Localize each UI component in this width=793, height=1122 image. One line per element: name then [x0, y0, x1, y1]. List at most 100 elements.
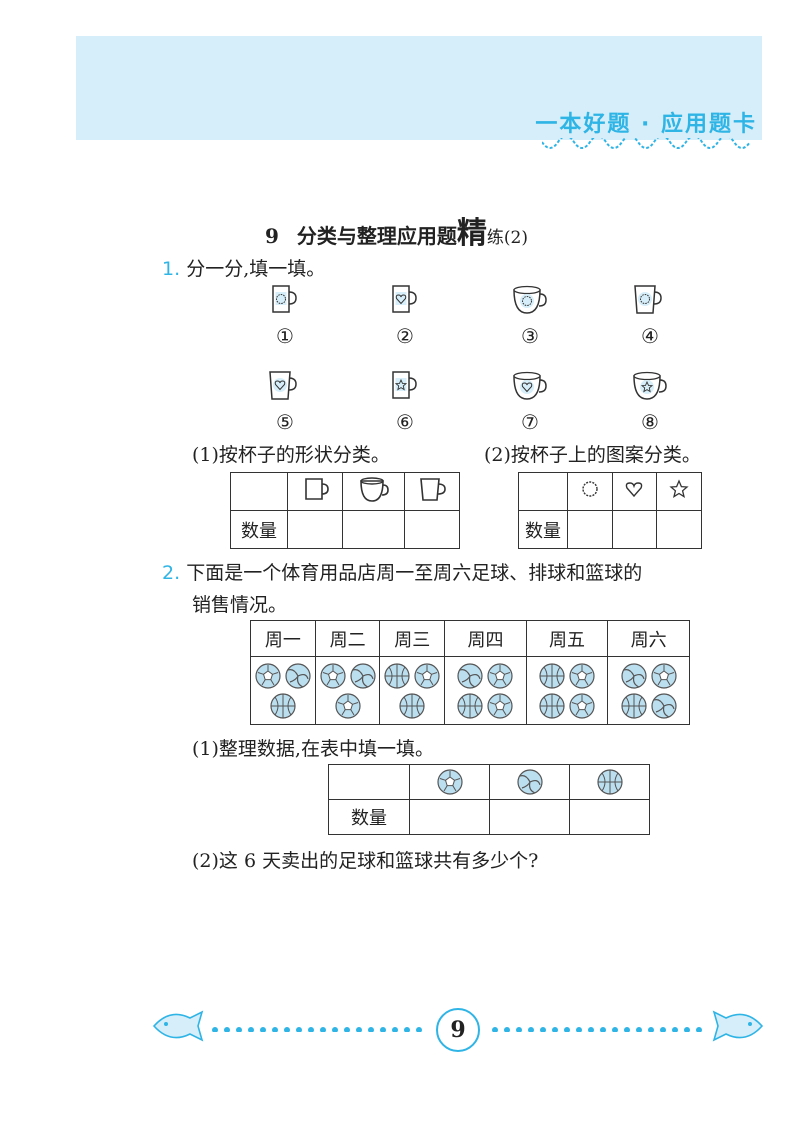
wave-decoration — [542, 138, 751, 149]
football-icon — [568, 692, 596, 720]
header-football — [409, 764, 490, 800]
question-2: 2. 下面是一个体育用品店周一至周六足球、排球和篮球的 — [162, 562, 643, 584]
count-label: 数量 — [328, 799, 410, 835]
answer-cell[interactable] — [409, 799, 490, 835]
q1-sub1: (1)按杯子的形状分类。 — [192, 444, 390, 466]
cup-label: ⑤ — [276, 410, 294, 434]
count-label: 数量 — [230, 510, 288, 549]
mug-icon — [305, 478, 329, 500]
basketball-icon — [620, 692, 648, 720]
cup-label: ③ — [521, 324, 539, 348]
day-header: 周四 — [444, 620, 527, 657]
basketball-icon — [383, 662, 411, 690]
answer-cell[interactable] — [341, 510, 406, 549]
cup-item: ⑤ — [255, 368, 315, 434]
cup-label: ④ — [641, 324, 659, 348]
cup-tall-heart-icon — [265, 371, 305, 408]
cup-label: ② — [396, 324, 414, 348]
cup-label: ⑦ — [521, 410, 539, 434]
page-number: 9 — [436, 1008, 480, 1052]
football-icon — [319, 662, 347, 690]
header-banner — [76, 36, 762, 140]
day-header: 周三 — [379, 620, 446, 657]
q1-sub2: (2)按杯子上的图案分类。 — [484, 444, 701, 466]
volleyball-icon — [650, 692, 678, 720]
fish-right-icon — [712, 1010, 764, 1042]
football-icon — [254, 662, 282, 690]
answer-cell[interactable] — [287, 510, 343, 549]
football-icon — [486, 662, 514, 690]
basketball-icon — [456, 692, 484, 720]
shape-table: 数量 — [230, 472, 460, 549]
blank-cell — [230, 472, 288, 511]
day-header: 周六 — [607, 620, 690, 657]
q2-sub2: (2)这 6 天卖出的足球和篮球共有多少个? — [192, 850, 539, 872]
cup-item: ⑧ — [620, 368, 680, 434]
dot-line-left — [212, 1027, 426, 1032]
volleyball-icon — [620, 662, 648, 690]
tall-cup-icon — [420, 478, 446, 501]
football-icon — [568, 662, 596, 690]
volleyball-icon — [456, 662, 484, 690]
answer-cell[interactable] — [404, 510, 460, 549]
football-icon — [413, 662, 441, 690]
cup-mug-heart-icon — [385, 285, 425, 322]
basketball-icon — [538, 692, 566, 720]
question-2-line2: 销售情况。 — [192, 594, 288, 616]
heart-icon — [626, 482, 643, 498]
q2-sub1: (1)整理数据,在表中填一填。 — [192, 738, 434, 760]
cup-item: ④ — [620, 282, 680, 348]
cup-mug-circle-icon — [265, 285, 305, 322]
cup-item: ① — [255, 282, 315, 348]
basketball-icon — [269, 692, 297, 720]
volleyball-icon — [516, 768, 544, 796]
basketball-icon — [596, 768, 624, 796]
day-header: 周五 — [525, 620, 609, 657]
cup-item: ② — [375, 282, 435, 348]
day-sales-cell — [314, 656, 381, 725]
answer-cell[interactable] — [489, 799, 570, 835]
header-circle — [567, 472, 613, 511]
cup-label: ① — [276, 324, 294, 348]
blank-cell — [328, 764, 410, 800]
pattern-table: 数量 — [518, 472, 702, 549]
volleyball-icon — [349, 662, 377, 690]
football-icon — [650, 662, 678, 690]
cup-round-circle-icon — [510, 285, 550, 322]
day-sales-cell — [444, 656, 527, 725]
answer-cell[interactable] — [567, 510, 613, 549]
cup-item: ⑦ — [500, 368, 560, 434]
cup-mug-star-icon — [385, 371, 425, 408]
blank-cell — [518, 472, 568, 511]
sales-table: 周一周二周三周四周五周六 — [250, 620, 690, 725]
cup-label: ⑧ — [641, 410, 659, 434]
answer-cell[interactable] — [569, 799, 650, 835]
answer-cell[interactable] — [656, 510, 702, 549]
football-icon — [334, 692, 362, 720]
volleyball-icon — [284, 662, 312, 690]
day-sales-cell — [525, 656, 609, 725]
header-mug — [287, 472, 343, 511]
fish-left-icon — [152, 1010, 204, 1042]
round-cup-icon — [360, 477, 390, 502]
cup-round-heart-icon — [510, 371, 550, 408]
header-tall — [404, 472, 460, 511]
brand-title: 一本好题 · 应用题卡 — [535, 112, 757, 137]
answer-cell[interactable] — [611, 510, 658, 549]
flower-circle-icon — [582, 481, 598, 497]
day-sales-cell — [250, 656, 316, 725]
day-header: 周一 — [250, 620, 316, 657]
basketball-icon — [398, 692, 426, 720]
cup-item: ③ — [500, 282, 560, 348]
day-header: 周二 — [314, 620, 381, 657]
star-icon — [669, 479, 689, 498]
football-icon — [436, 768, 464, 796]
basketball-icon — [538, 662, 566, 690]
day-sales-cell — [607, 656, 690, 725]
count-label: 数量 — [518, 510, 568, 549]
football-icon — [486, 692, 514, 720]
cup-item: ⑥ — [375, 368, 435, 434]
cup-tall-circle-icon — [630, 285, 670, 322]
ball-count-table: 数量 — [328, 764, 650, 835]
